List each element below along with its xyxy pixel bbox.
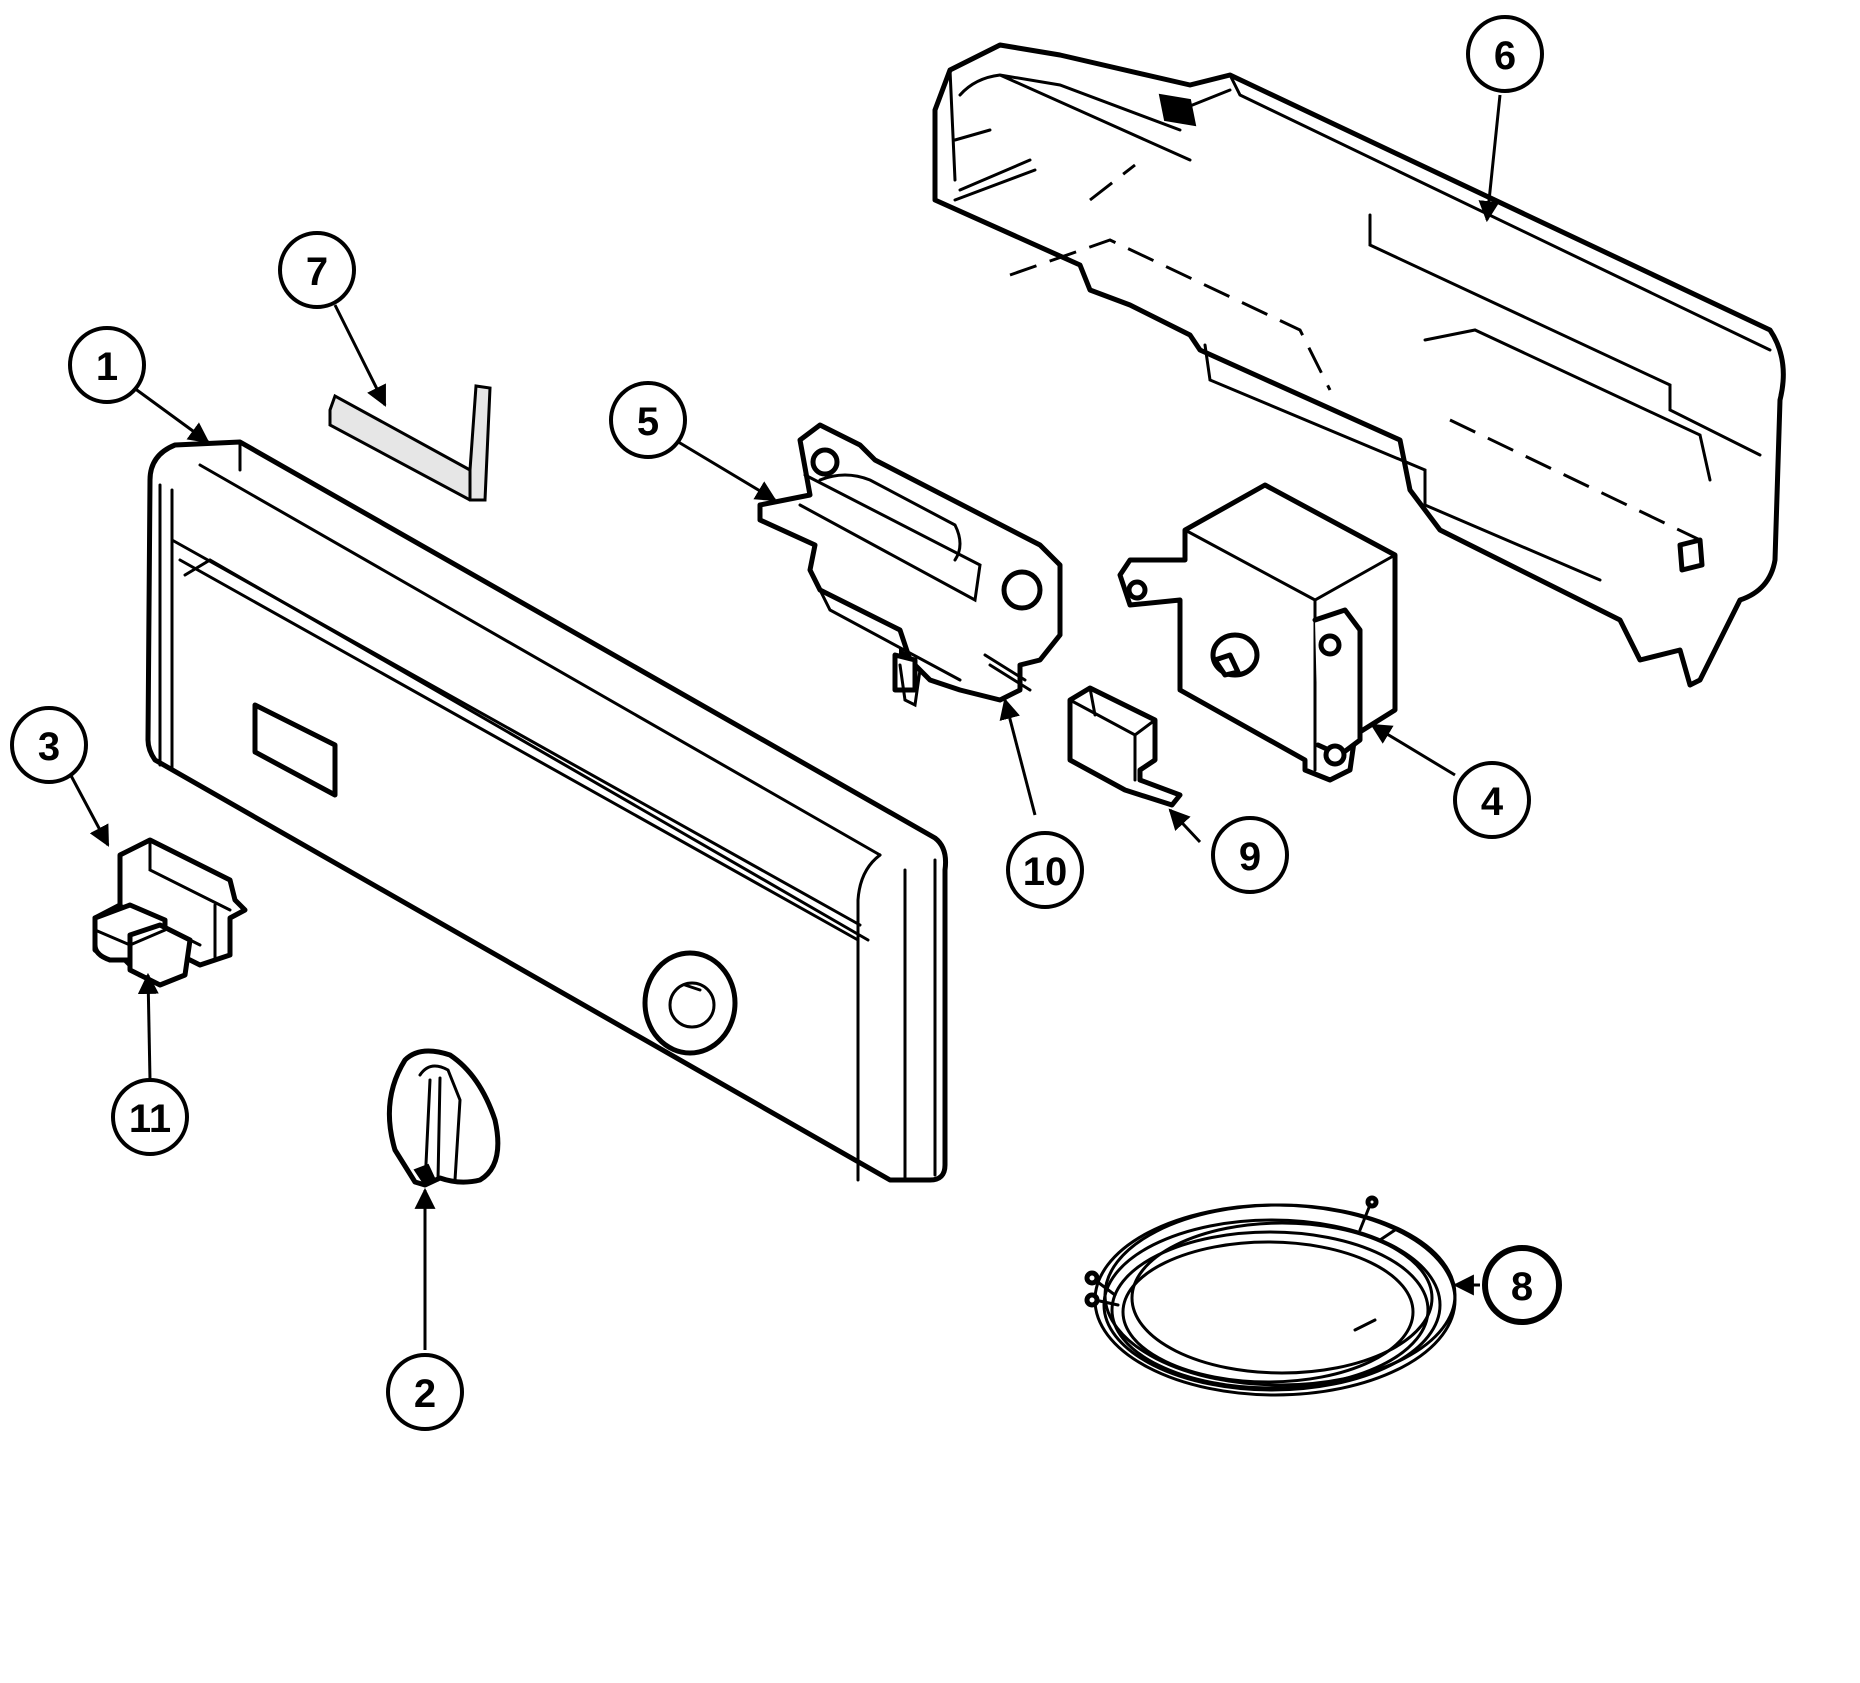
callout-9-label: 9 xyxy=(1239,835,1261,879)
callout-7-label: 7 xyxy=(306,250,328,294)
callout-2-label: 2 xyxy=(414,1372,436,1416)
callout-3: 3 xyxy=(10,706,88,784)
leader-10 xyxy=(999,697,1037,816)
control-panel-part xyxy=(145,439,948,1183)
callout-2: 2 xyxy=(386,1353,464,1431)
leader-9 xyxy=(1168,808,1202,844)
wire-harness-part xyxy=(1084,1195,1457,1397)
callout-9: 9 xyxy=(1211,816,1289,894)
callout-10: 10 xyxy=(1006,831,1084,909)
callout-1: 1 xyxy=(68,326,146,404)
callout-10-label: 10 xyxy=(1023,850,1068,894)
callout-3-label: 3 xyxy=(38,725,60,769)
micro-switch-part xyxy=(1067,685,1183,808)
callout-4: 4 xyxy=(1453,761,1531,839)
leader-lines xyxy=(66,94,1502,1350)
leader-7 xyxy=(333,304,387,407)
callout-5-label: 5 xyxy=(637,400,659,444)
leader-3 xyxy=(66,769,110,847)
leader-6 xyxy=(1478,94,1502,223)
callout-7: 7 xyxy=(278,231,356,309)
insulation-strip-part xyxy=(328,384,492,502)
callout-8: 8 xyxy=(1482,1245,1562,1325)
timer-part xyxy=(1117,482,1398,783)
callout-11-label: 11 xyxy=(129,1097,171,1141)
callout-11: 11 xyxy=(111,1078,189,1156)
callout-6-label: 6 xyxy=(1494,34,1516,78)
callout-1-label: 1 xyxy=(96,345,118,389)
leader-11 xyxy=(137,972,159,1081)
leader-4 xyxy=(1370,723,1456,777)
door-latch-part xyxy=(757,422,1063,708)
callout-4-label: 4 xyxy=(1481,780,1504,824)
leader-1 xyxy=(129,383,210,444)
leader-5 xyxy=(674,438,777,502)
knob-part xyxy=(386,1048,501,1188)
push-button-switch-part xyxy=(92,837,248,988)
callout-8-label: 8 xyxy=(1511,1265,1533,1309)
callout-6: 6 xyxy=(1466,15,1544,93)
console-housing-part xyxy=(932,42,1786,688)
callout-5: 5 xyxy=(609,381,687,459)
